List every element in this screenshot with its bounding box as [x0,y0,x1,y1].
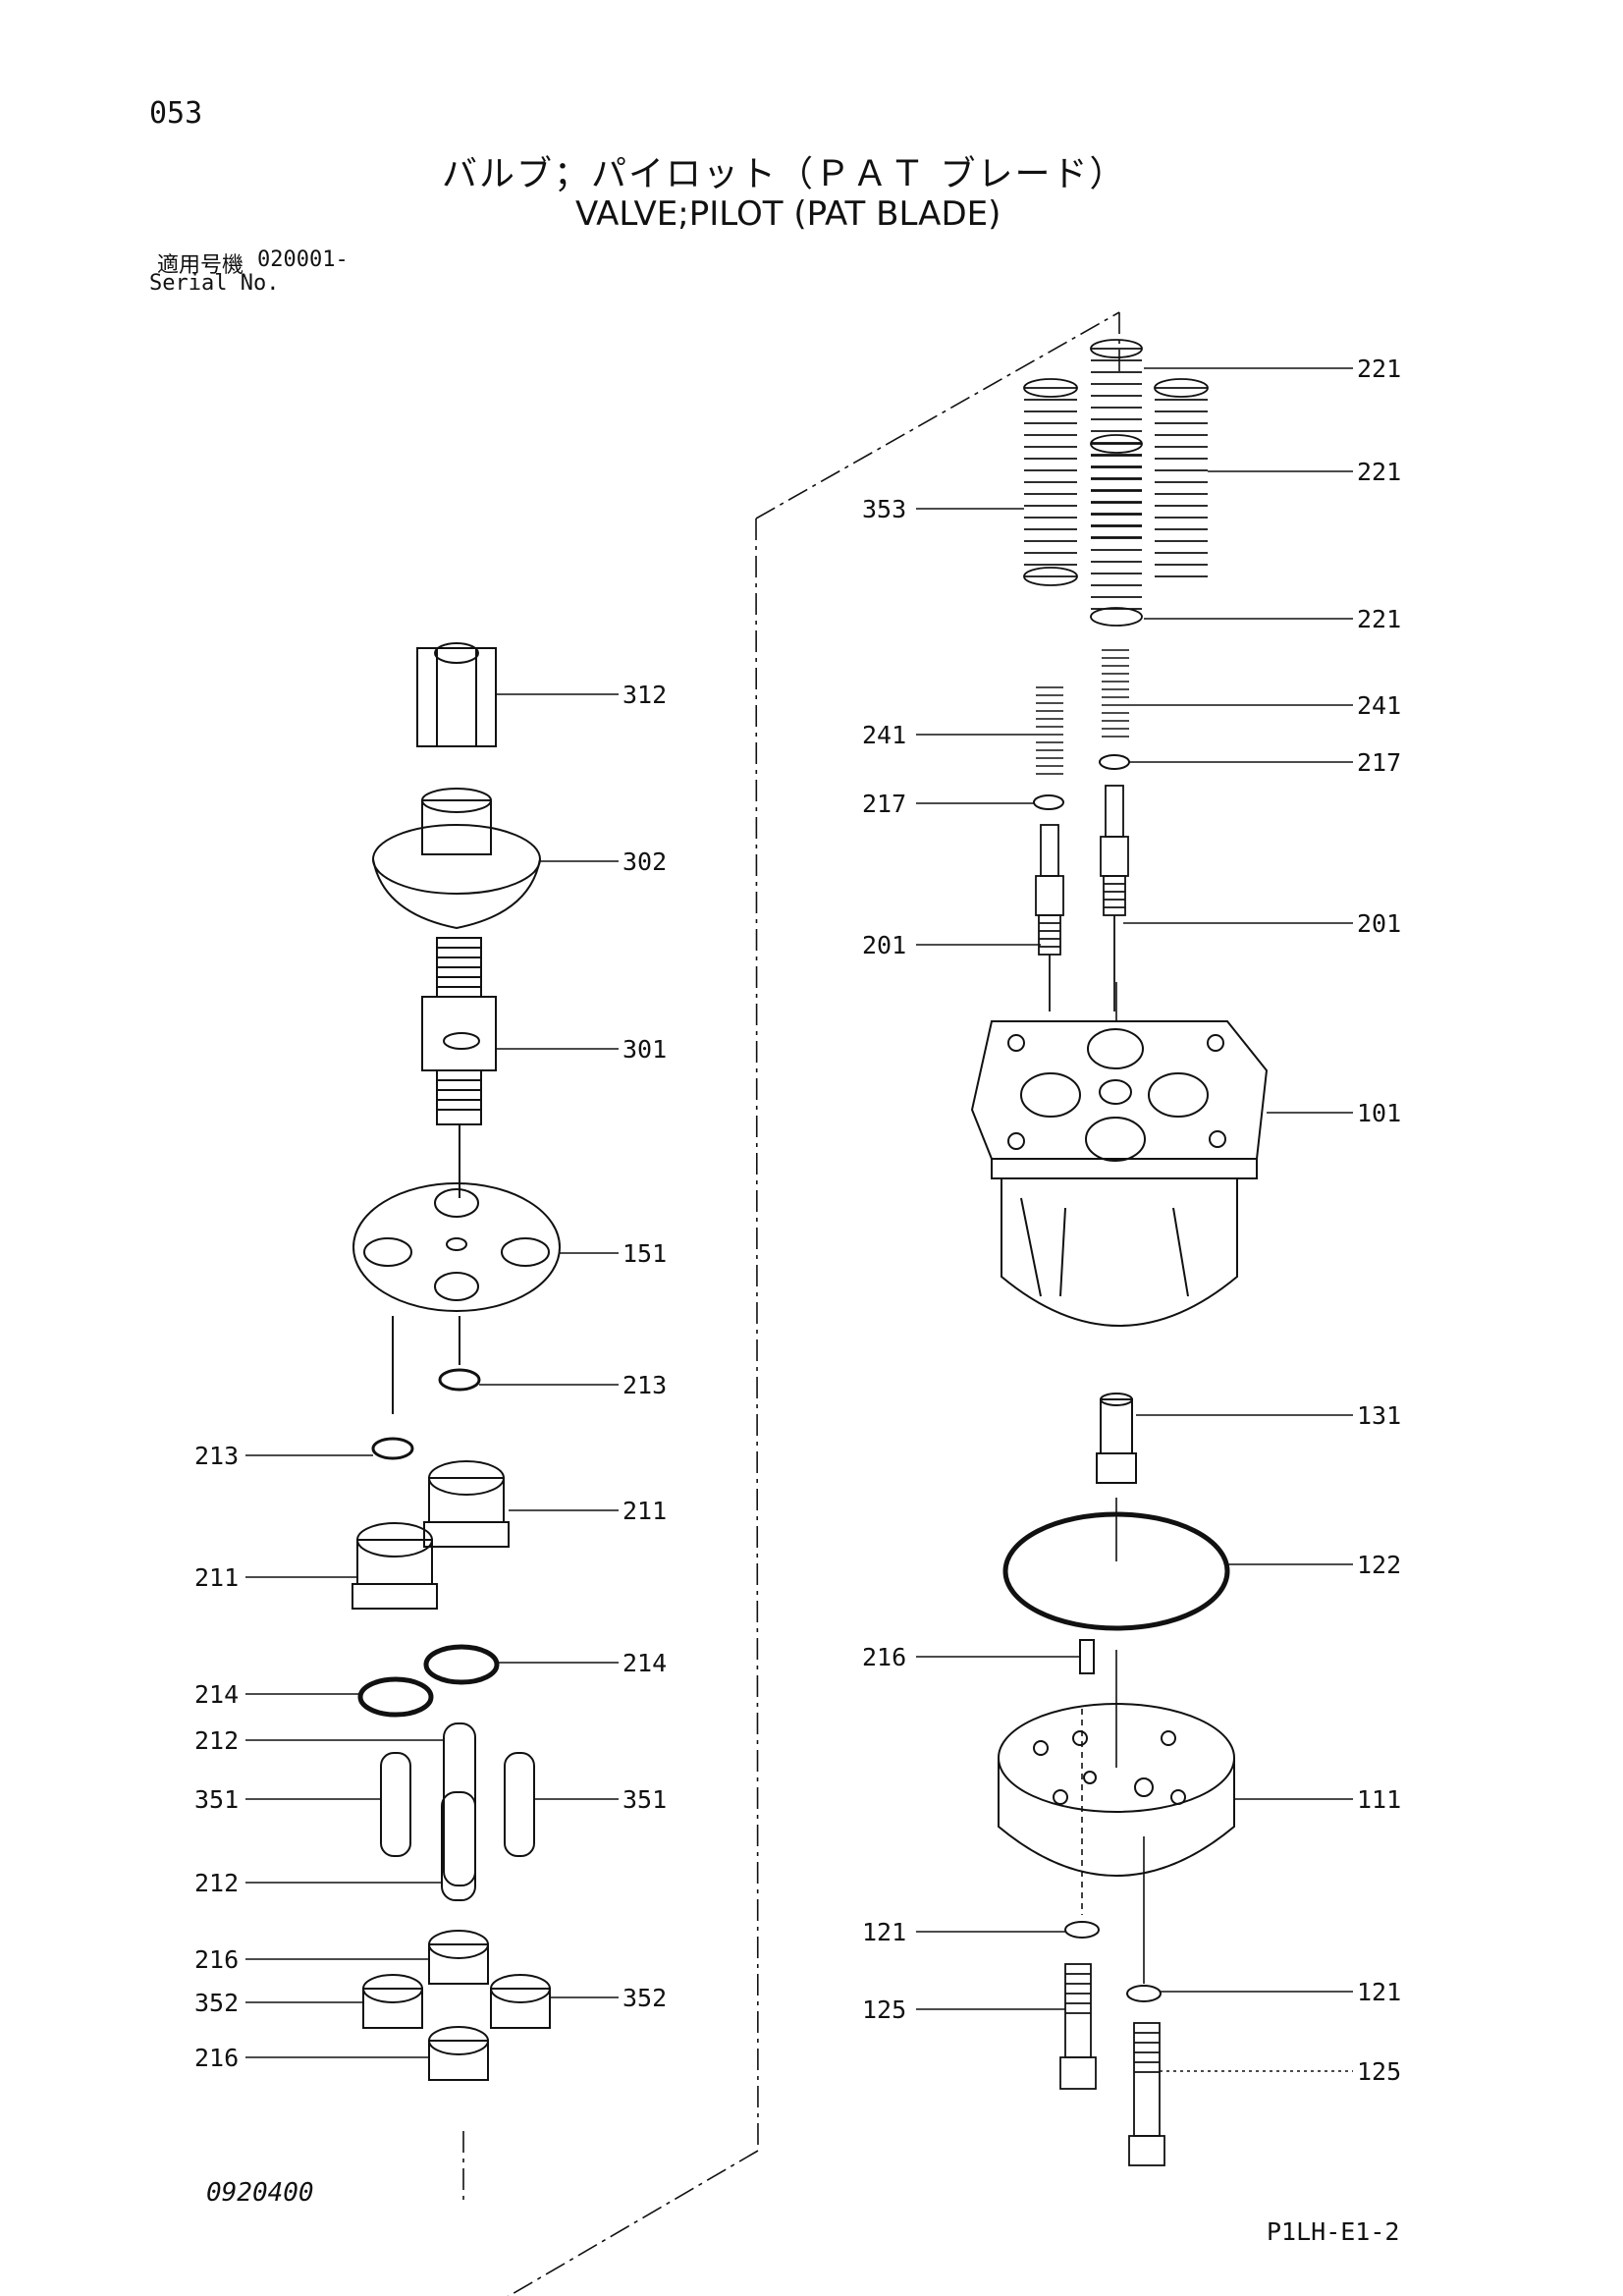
callout-353: 353 [862,495,906,523]
callout-221-bottom: 221 [1357,605,1401,633]
page-number: 053 [149,96,203,131]
spool-201-left [1035,824,1064,1011]
plug-131 [1096,1393,1137,1484]
fitting-211-left [352,1522,438,1610]
callout-312: 312 [622,681,667,709]
callout-101: 101 [1357,1099,1401,1127]
callout-125-left: 125 [862,1995,906,2024]
callout-213-left: 213 [194,1442,239,1470]
callout-221-top: 221 [1357,355,1401,383]
bolt-125-right [1128,2022,1165,2166]
callout-351-right: 351 [622,1785,667,1814]
callout-216-upper: 216 [194,1945,239,1974]
spring-241-left [1036,686,1063,775]
title-japanese: バルブ；パイロット（ＰＡＴ ブレード） [442,154,1127,194]
callout-151: 151 [622,1239,667,1268]
plate-302 [372,788,541,930]
callout-241-right: 241 [1357,691,1401,720]
callout-125-right: 125 [1357,2057,1401,2086]
bolt-125-left [1059,1963,1097,2090]
callout-212-upper: 212 [194,1726,239,1755]
dashed-assembly-outline [462,311,1120,2296]
spool-201-right [1100,785,1129,1011]
callout-214-left: 214 [194,1680,239,1709]
fitting-211-right [423,1460,510,1548]
callout-352-left: 352 [194,1989,239,2017]
washer-213-left [371,1437,414,1460]
spring-221-right [1154,378,1209,577]
seal-352-left [362,1974,423,2029]
callout-121-right: 121 [1357,1978,1401,2006]
callout-302: 302 [622,847,667,876]
callout-201-right: 201 [1357,909,1401,938]
drawing-code: 0920400 [206,2178,314,2208]
plunger-212-upper [443,1722,476,1886]
leader-lines [245,367,1353,2072]
spring-241-right [1102,649,1129,738]
casing-101 [970,1020,1269,1327]
plunger-212-lower [441,1791,476,1901]
callout-221-middle: 221 [1357,458,1401,486]
callout-211-left: 211 [194,1563,239,1592]
serial-label-japanese: 適用号機 [157,253,244,278]
seal-216-upper [428,1930,489,1985]
callout-216-right: 216 [862,1643,906,1671]
washer-217-left [1033,794,1064,810]
washer-121-left [1064,1921,1100,1939]
callout-labels: 221 221 221 353 241 241 217 217 201 201 … [194,355,1401,2086]
callout-111: 111 [1357,1785,1401,1814]
o-ring-214-left [357,1676,434,1718]
callout-301: 301 [622,1035,667,1064]
spring-221-lower-center [1090,434,1143,627]
plunger-351-left [380,1752,411,1857]
serial-number-value: 020001- [257,247,349,272]
callout-122: 122 [1357,1551,1401,1579]
callout-211-right: 211 [622,1497,667,1525]
sheet-code: P1LH-E1-2 [1267,2217,1400,2246]
callout-214-right: 214 [622,1649,667,1677]
title-english: VALVE;PILOT (PAT BLADE) [575,194,1001,234]
seal-216-lower [428,2026,489,2081]
washer-121-right [1126,1985,1162,2002]
nut-312 [416,642,497,747]
callout-216-lower: 216 [194,2044,239,2072]
spring-353-left [1023,378,1078,586]
callout-131: 131 [1357,1401,1401,1430]
seal-352-right [490,1974,551,2029]
o-ring-214-right [423,1644,500,1685]
pin-216-right [1079,1639,1095,1674]
serial-label-english: Serial No. [149,271,280,296]
washer-217-right [1099,754,1130,770]
washer-213-right [438,1368,481,1392]
callout-351-left: 351 [194,1785,239,1814]
callout-217-right: 217 [1357,748,1401,777]
callout-352-right: 352 [622,1984,667,2012]
callout-121-left: 121 [862,1918,906,1946]
callout-212-lower: 212 [194,1869,239,1897]
plunger-351-right [504,1752,535,1857]
callout-213-right: 213 [622,1371,667,1399]
callout-201-left: 201 [862,931,906,959]
callout-241-left: 241 [862,721,906,749]
joint-301 [421,937,497,1198]
spring-221-top-center [1090,339,1143,538]
plate-151 [352,1182,561,1414]
callout-217-left: 217 [862,790,906,818]
